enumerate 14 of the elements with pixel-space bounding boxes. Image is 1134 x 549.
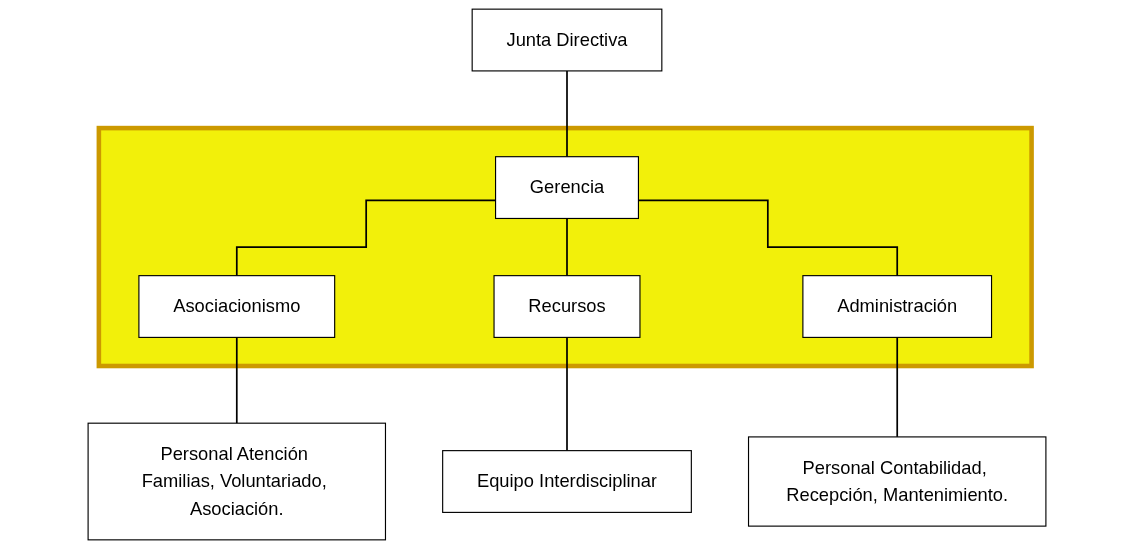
node-box: Equipo Interdisciplinar [442,450,692,513]
node-box: Administración [802,275,993,338]
node-box: Junta Directiva [471,8,663,72]
node-box: Personal Atención Familias, Voluntariado, Asociación. [87,422,387,541]
node-box: Recursos [493,275,641,338]
cluster [96,125,1034,369]
connector [566,336,568,452]
node-box: Personal Contabilidad, Recepción, Mantenimiento. [747,436,1047,527]
node-box: Gerencia [495,156,639,220]
connector [566,70,568,158]
node-box: Asociacionismo [138,275,336,338]
connector [235,336,238,425]
connector [566,217,568,277]
connector [896,336,899,438]
